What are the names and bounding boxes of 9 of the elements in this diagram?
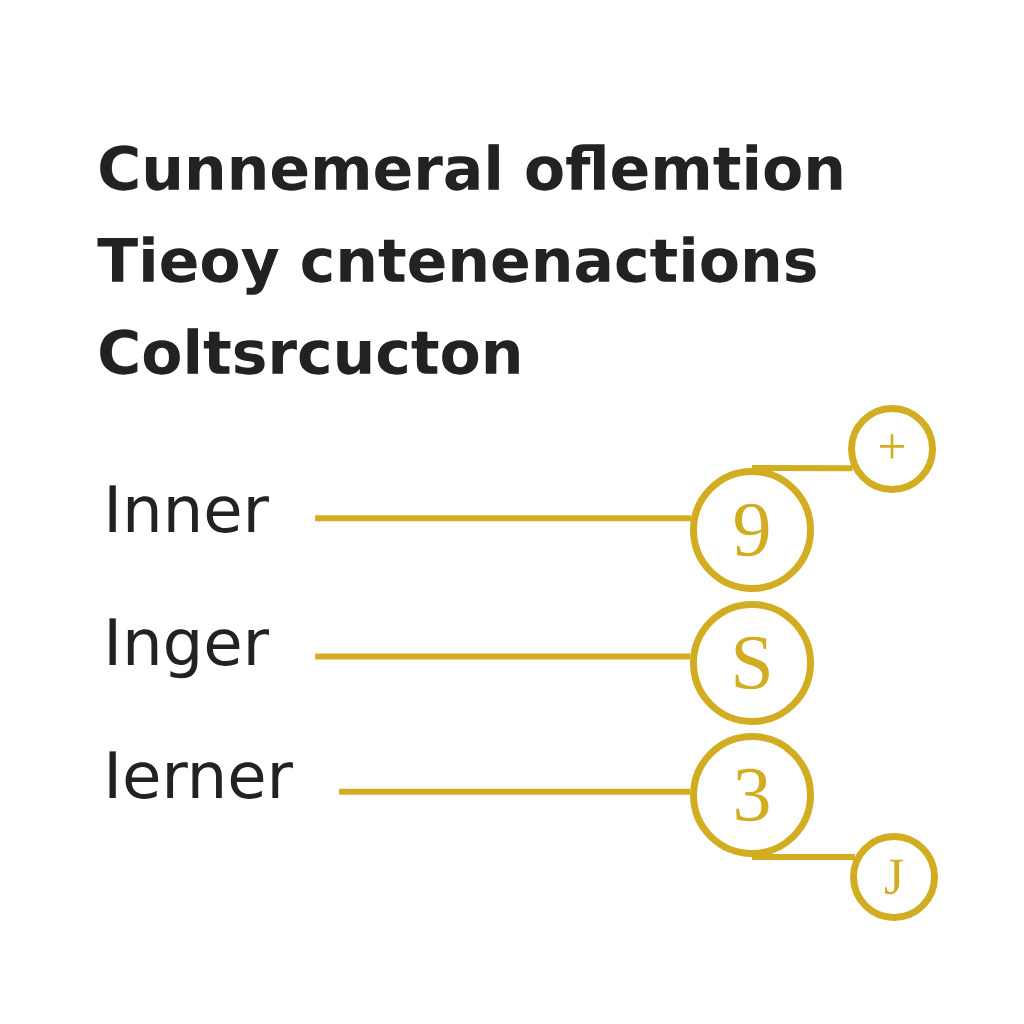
connector-line [339, 788, 691, 795]
row-label: Ierner [109, 751, 293, 799]
row-label: Inger [109, 618, 269, 679]
connector-line [315, 515, 692, 522]
connector-line [752, 465, 853, 472]
title: Cunnemeral oflemtion Tieoy cntenenactions Coltsrcucton [97, 144, 842, 375]
connector-line [315, 653, 691, 660]
row-label: Inner [109, 485, 269, 533]
connector-line [752, 854, 855, 861]
